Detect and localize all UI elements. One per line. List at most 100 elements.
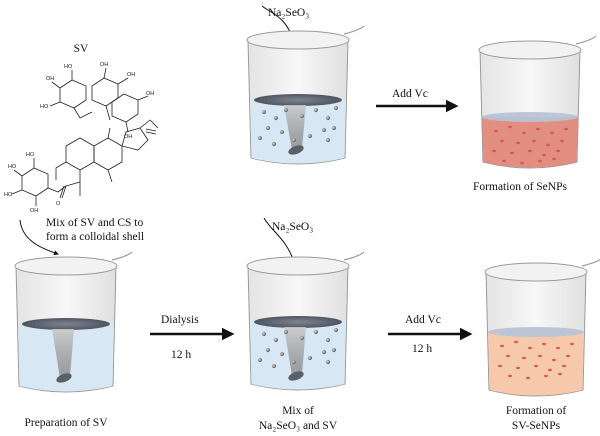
atom-label: HO [64, 64, 73, 70]
se-particle [291, 137, 297, 143]
se-particle [283, 329, 289, 335]
atom-label: OH [46, 76, 54, 82]
se-particle [333, 327, 339, 333]
beaker-senps [478, 35, 597, 169]
caption-senps: Formation of SeNPs [473, 181, 567, 193]
senp-particle [538, 159, 542, 163]
step-mix-shell-line2: form a colloidal shell [46, 231, 144, 243]
stir-disc [254, 316, 342, 328]
se-particle [321, 349, 327, 355]
atom-label: OH [124, 134, 132, 140]
caption-mix-line2: Na₂SeO₃ and SV [259, 420, 338, 432]
se-particle [307, 355, 313, 361]
se-particle [261, 331, 267, 337]
se-particle [279, 351, 285, 357]
beaker-spout [343, 251, 365, 261]
se-particle [291, 359, 297, 365]
time-label-2: 12 h [412, 343, 432, 355]
senp-particle [522, 356, 526, 360]
senp-particle [500, 139, 504, 143]
senp-particle [534, 364, 538, 368]
atom-label: OH [100, 62, 108, 68]
se-particle [313, 107, 319, 113]
beaker-spout [343, 25, 365, 35]
senp-particle [544, 374, 548, 378]
senp-particle [532, 139, 536, 143]
caption-preparation: Preparation of SV [24, 417, 108, 429]
se-particle [265, 347, 271, 353]
senp-particle [528, 346, 532, 350]
se-particle [299, 335, 305, 341]
stir-vortex [52, 329, 74, 378]
beaker-spout [111, 251, 133, 261]
senp-particle [556, 346, 560, 350]
senp-particle [546, 143, 550, 147]
senp-particle [538, 354, 542, 358]
sv-molecule-structure [11, 67, 159, 206]
liquid-surface [488, 327, 584, 337]
atom-label: OH [30, 208, 38, 214]
stir-disc [22, 318, 110, 330]
senp-particle [528, 149, 532, 153]
atom-label: O [56, 201, 61, 207]
liquid-surface [482, 112, 578, 122]
se-particle [307, 133, 313, 139]
stir-disc [254, 94, 342, 106]
atom-label: HO [4, 192, 13, 198]
senp-particle [550, 131, 554, 135]
senp-particle [502, 159, 506, 163]
se-particle [333, 105, 339, 111]
arrow-mix-shell [19, 219, 59, 256]
atom-label: OH [127, 72, 135, 78]
se-particle [283, 107, 289, 113]
add-vc-bottom-label: Add Vc [405, 314, 441, 326]
senp-particle [542, 153, 546, 157]
beaker-rim [484, 262, 588, 282]
se-particle [261, 109, 267, 115]
senp-particle [542, 342, 546, 346]
beaker-spout [575, 35, 597, 45]
beaker-rim [246, 256, 350, 276]
beaker-rim [14, 256, 118, 276]
senp-particle [560, 139, 564, 143]
se-particle [265, 125, 271, 131]
atom-label: HO [40, 104, 49, 110]
atom-label: HO [8, 164, 17, 170]
se-particle [325, 337, 331, 343]
beaker-rim [246, 30, 350, 50]
se-particle [257, 135, 263, 141]
senp-particle [516, 141, 520, 145]
senp-particle [494, 129, 498, 133]
caption-sv-senps-line1: Formation of [506, 405, 567, 417]
beaker-rim [478, 40, 582, 60]
senp-particle [498, 364, 502, 368]
sv-atom-labels: OH HO OH OH OH HO OH HO HO OH HO O [4, 62, 154, 214]
se-particle [331, 125, 337, 131]
add-vc-top-label: Add Vc [392, 88, 428, 100]
se-particle [273, 337, 279, 343]
se-particle [299, 113, 305, 119]
beaker-mix-sv [246, 251, 365, 391]
senp-particle [562, 364, 566, 368]
se-particle [313, 329, 319, 335]
beaker-liquid [488, 332, 584, 396]
se-particle [325, 115, 331, 121]
beakers [14, 25, 600, 397]
stir-bar [288, 145, 304, 155]
senp-particle [500, 344, 504, 348]
senp-particle [508, 125, 512, 129]
se-particle [257, 357, 263, 363]
se-particle [331, 347, 337, 353]
senp-particle [514, 340, 518, 344]
beaker-na2seo3-top [246, 25, 365, 165]
stir-bar [288, 371, 304, 381]
step-mix-shell-line1: Mix of SV and CS to [46, 217, 143, 229]
senp-particle [520, 161, 524, 165]
senp-particle [552, 358, 556, 362]
stir-bar [56, 373, 72, 383]
atom-label: HO [26, 152, 35, 158]
senp-particle [536, 127, 540, 131]
senp-particle [516, 366, 520, 370]
caption-mix-line1: Mix of [282, 405, 314, 417]
